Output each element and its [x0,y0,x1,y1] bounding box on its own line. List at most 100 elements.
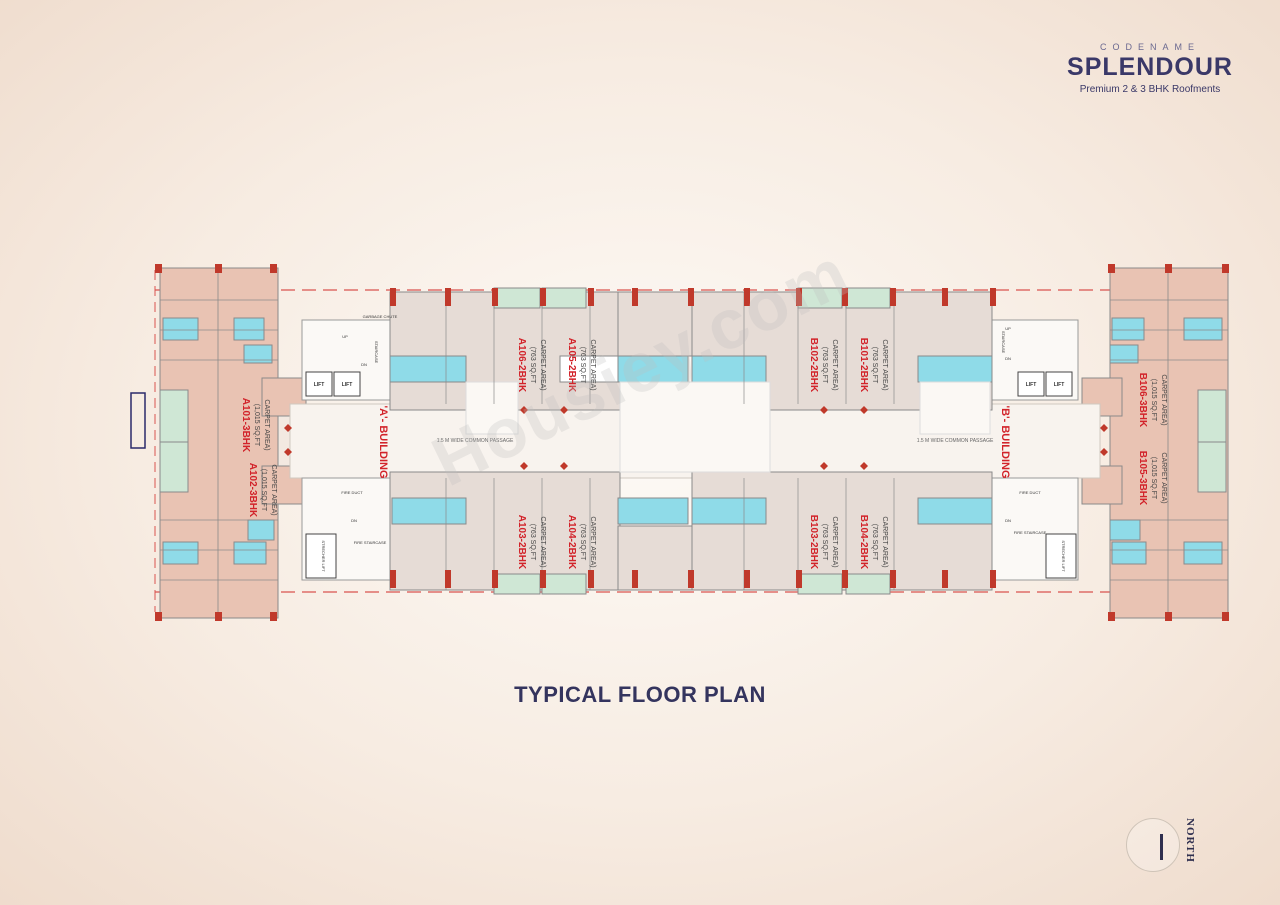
core-fire-staircase: FIRE STAIRCASE [354,540,387,545]
column-marker [860,462,868,470]
column-marker [520,406,528,414]
column [990,570,996,588]
unit-area: (763 SQ.FT [529,524,536,561]
toilet [233,317,265,341]
north-arrow-icon [1160,834,1163,860]
balcony [541,573,587,595]
toilet [1109,344,1139,364]
unit-label: B103-2BHK [808,515,819,570]
lift-shaft [1017,371,1045,397]
column [890,570,896,588]
unit-label: B101-2BHK [858,338,869,393]
column [588,288,594,306]
unit-area: CARPET AREA) [1160,452,1167,503]
column-marker [820,406,828,414]
toilet [617,355,689,383]
stretcher-lift [1045,533,1077,579]
void [919,381,991,435]
unit-area: CARPET AREA) [263,399,270,450]
north-compass: NORTH [1124,818,1204,878]
toilet [391,497,467,525]
unit-area: CARPET AREA) [539,516,546,567]
column [215,264,222,273]
toilet [1183,541,1223,565]
toilet [1183,317,1223,341]
column [445,570,451,588]
window-marker [130,392,146,449]
toilet [917,355,993,383]
column-marker [520,462,528,470]
core-lift: LIFT [314,382,325,388]
unit-area: CARPET AREA) [589,339,596,390]
core-stretcher-lift: STRECHER LIFT [321,540,326,572]
column [890,288,896,306]
column [445,288,451,306]
brand-tagline: Premium 2 & 3 BHK Roofments [1079,84,1221,95]
unit-area: CARPET AREA) [881,339,888,390]
toilet [162,541,199,565]
column [390,570,396,588]
unit-area: (763 SQ.FT [871,347,878,384]
column [990,288,996,306]
lift-shaft [333,371,361,397]
column [744,288,750,306]
unit-area: CARPET AREA) [270,464,277,515]
column-marker [284,424,292,432]
lift-shaft [1045,371,1073,397]
unit-label: B102-2BHK [808,338,819,393]
unit-area: CARPET AREA) [539,339,546,390]
toilet [917,497,993,525]
lift-shaft [305,371,333,397]
unit-area: (763 SQ.FT [579,524,586,561]
column [1222,264,1229,273]
column [492,288,498,306]
column-marker [284,448,292,456]
unit-area: (763 SQ.FT [529,347,536,384]
core-stretcher-lift: STRECHER LIFT [1061,540,1066,572]
toilet [233,541,267,565]
core-staircase: STAIRCASE [374,341,379,364]
unit-label: A105-2BHK [566,338,577,393]
building-a-label: 'A'- BUILDING [377,405,389,478]
brand-logo: CODENAME SPLENDOUR Premium 2 & 3 BHK Roo… [1040,42,1260,95]
column [632,570,638,588]
building-b-label: 'B'- BUILDING [999,405,1011,478]
toilet [691,355,767,383]
core-dn: DN [361,362,367,367]
column-marker [1100,424,1108,432]
passage-label: 1.5 M WIDE COMMON PASSAGE [917,438,994,444]
unit-area: CARPET AREA) [831,339,838,390]
room [1081,377,1123,417]
room [617,525,693,591]
balcony [845,573,891,595]
toilet [389,355,467,383]
plan-title: TYPICAL FLOOR PLAN [514,682,766,707]
toilet [1111,541,1147,565]
unit-area: (763 SQ.FT [821,524,828,561]
unit-area: CARPET AREA) [881,516,888,567]
column [842,570,848,588]
column [270,612,277,621]
column [688,288,694,306]
unit-label: B104-2BHK [858,515,869,570]
column [540,570,546,588]
core-lift: LIFT [1026,382,1037,388]
unit-area: (763 SQ.FT [871,524,878,561]
balcony [797,573,843,595]
core-dn: DN [351,518,357,523]
core-fire-duct: FIRE DUCT [341,490,363,495]
column [942,570,948,588]
unit-area: CARPET AREA) [831,516,838,567]
toilet [691,497,767,525]
column [1222,612,1229,621]
column [744,570,750,588]
core-dn: DN [1005,518,1011,523]
toilet [617,497,689,525]
core-dn: DN [1005,356,1011,361]
unit-area: (1,015 SQ.FT [1150,379,1157,422]
core-lift: LIFT [1054,382,1065,388]
unit-label: A106-2BHK [516,338,527,393]
balcony [541,287,587,309]
brand-name: SPLENDOUR [1067,53,1233,81]
balcony [159,441,189,493]
